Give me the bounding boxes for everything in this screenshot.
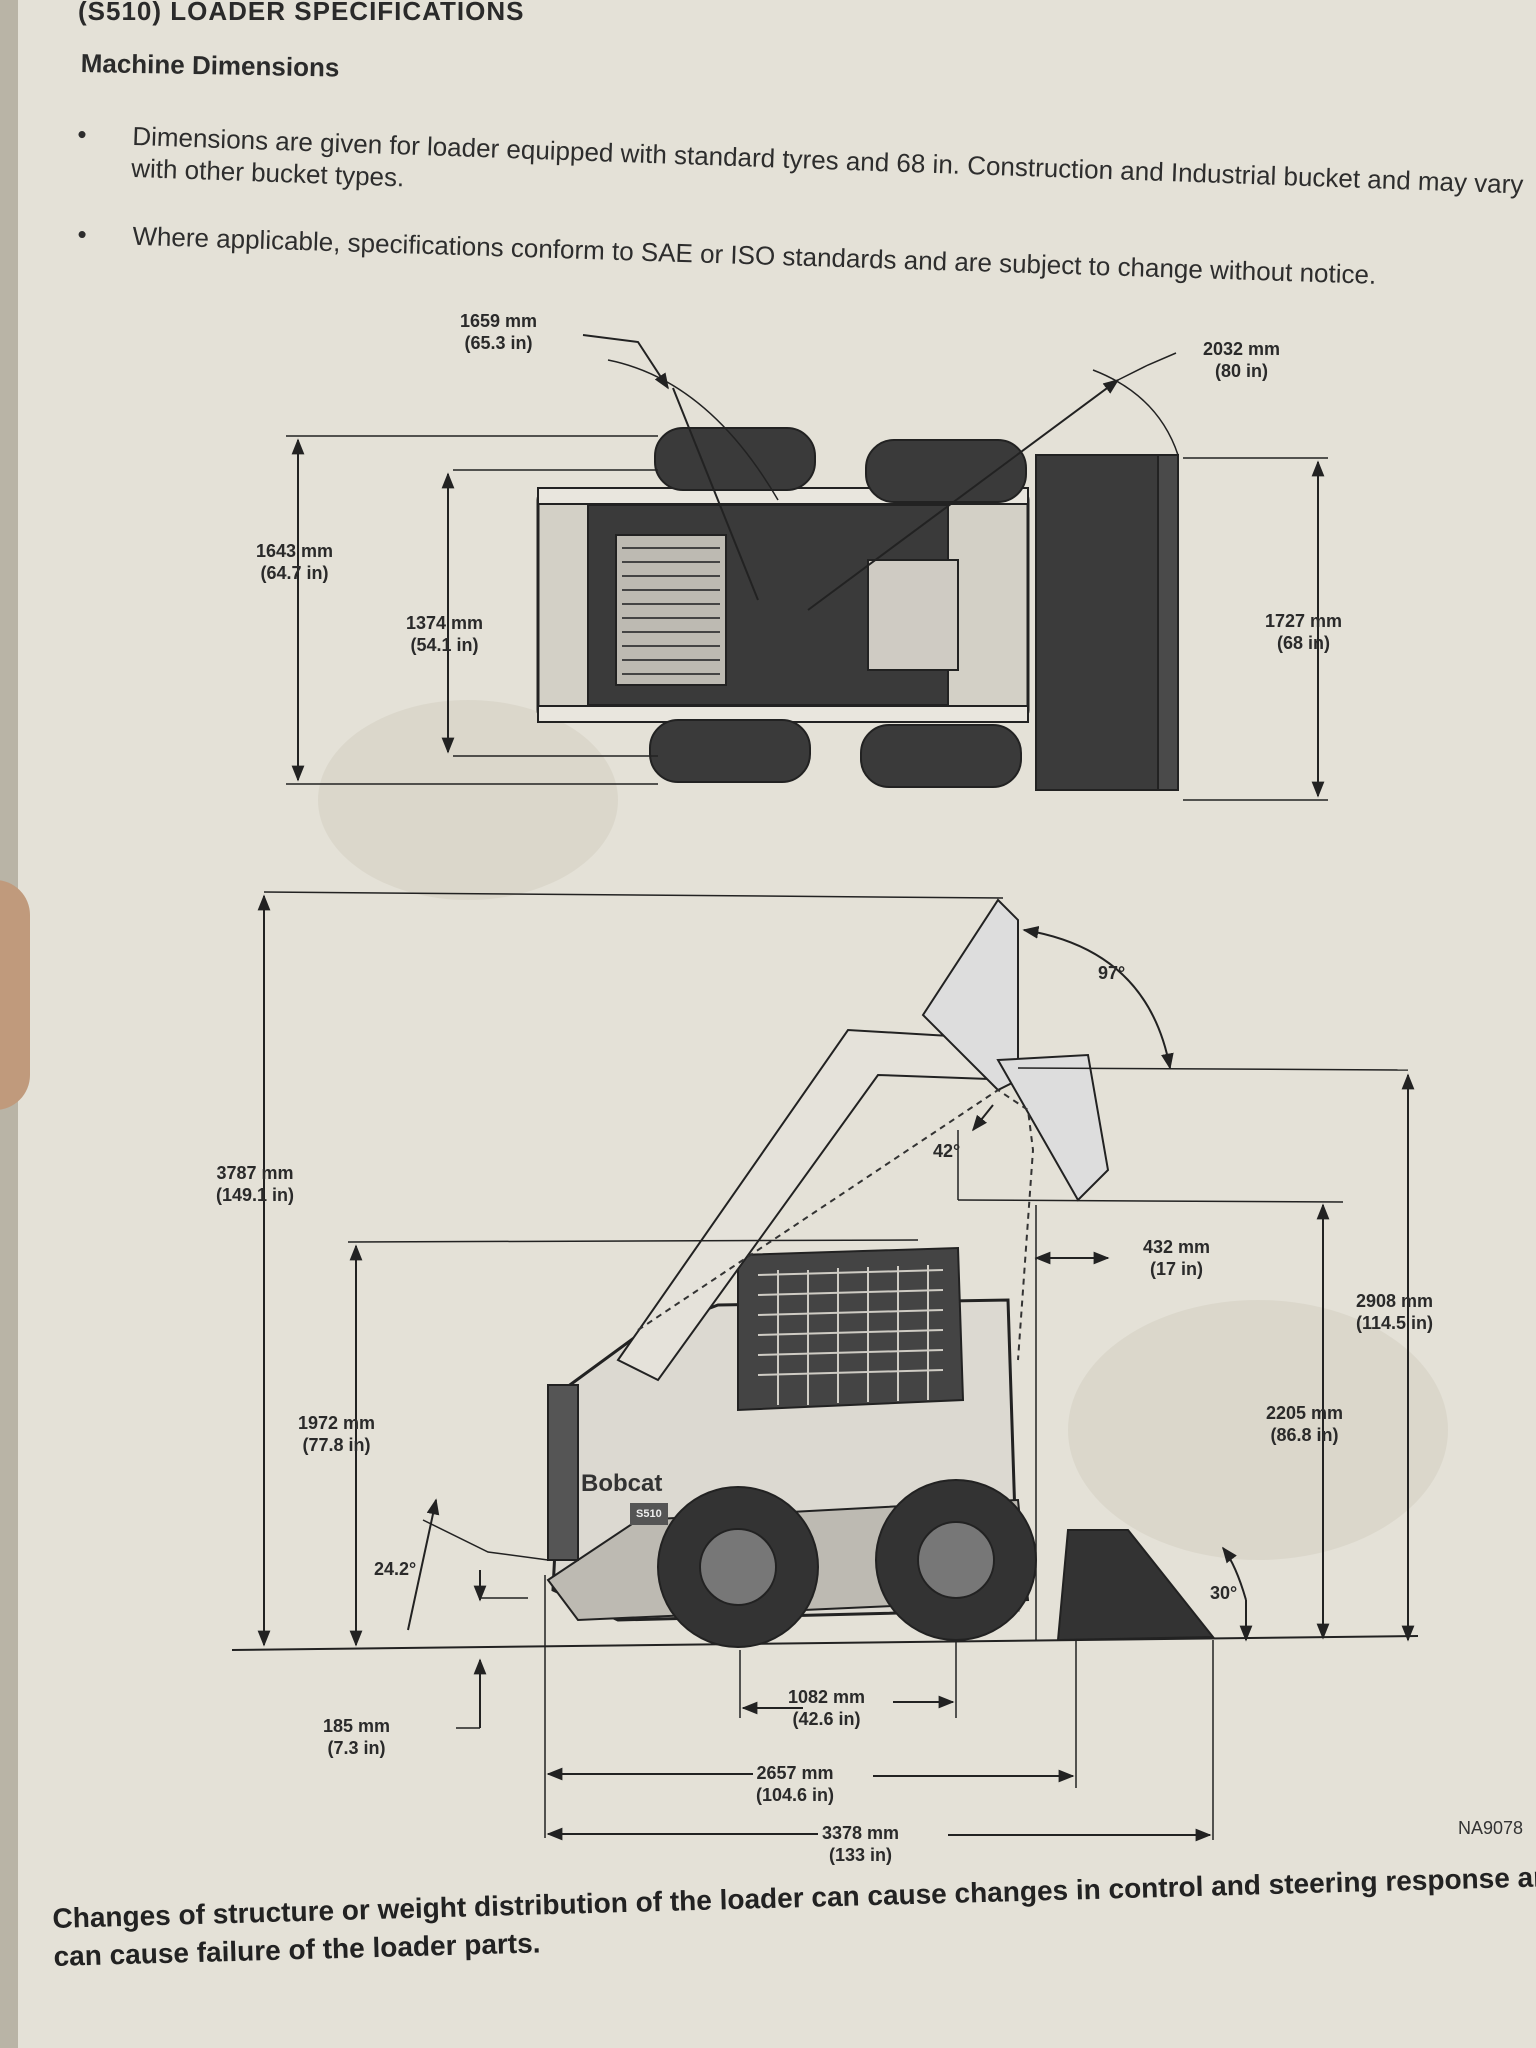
dim-length-no-bucket: 2657 mm(104.6 in): [756, 1763, 835, 1805]
figure-reference: NA9078: [1458, 1818, 1524, 1838]
top-view-drawing: [286, 334, 1328, 801]
dim-overall-height-raised: 3787 mm(149.1 in): [216, 1163, 295, 1205]
dim-wheelbase: 1082 mm(42.6 in): [788, 1687, 866, 1729]
dim-turn-radius-front: 1659 mm(65.3 in): [460, 311, 538, 353]
dim-dump-height: 2205 mm(86.8 in): [1266, 1403, 1344, 1445]
dim-departure-angle: 24.2°: [374, 1559, 417, 1579]
dim-dump-angle-max: 42°: [933, 1141, 961, 1161]
dim-rollback-angle: 30°: [1210, 1583, 1238, 1603]
dim-tread-width: 1374 mm(54.1 in): [406, 613, 484, 655]
dim-overall-width: 1643 mm(64.7 in): [256, 541, 334, 583]
brand-model-text: S510: [630, 1503, 668, 1525]
brand-logo-text: Bobcat: [581, 1470, 663, 1497]
side-view-drawing: [231, 891, 1419, 1842]
section-title: (S510) LOADER SPECIFICATIONS: [78, 0, 525, 26]
dim-ground-clearance: 185 mm(7.3 in): [323, 1716, 391, 1758]
thumb-edge: [0, 880, 30, 1110]
dim-length-with-bucket: 3378 mm(133 in): [822, 1823, 900, 1865]
dim-height-to-pin: 2908 mm(114.5 in): [1356, 1291, 1434, 1333]
dim-dump-angle-full: 97°: [1098, 963, 1126, 983]
loader-dimension-drawing: [231, 334, 1419, 1842]
paper-stain: [1068, 1300, 1448, 1560]
dim-dump-reach: 432 mm(17 in): [1143, 1237, 1211, 1279]
paper-stain: [318, 700, 618, 900]
dim-turn-radius-bucket: 2032 mm(80 in): [1203, 339, 1281, 381]
dim-bucket-width: 1727 mm(68 in): [1265, 611, 1343, 653]
dim-cab-height: 1972 mm(77.8 in): [298, 1413, 376, 1455]
manual-page: (S510) LOADER SPECIFICATIONS Machine Dim…: [18, 0, 1536, 2048]
